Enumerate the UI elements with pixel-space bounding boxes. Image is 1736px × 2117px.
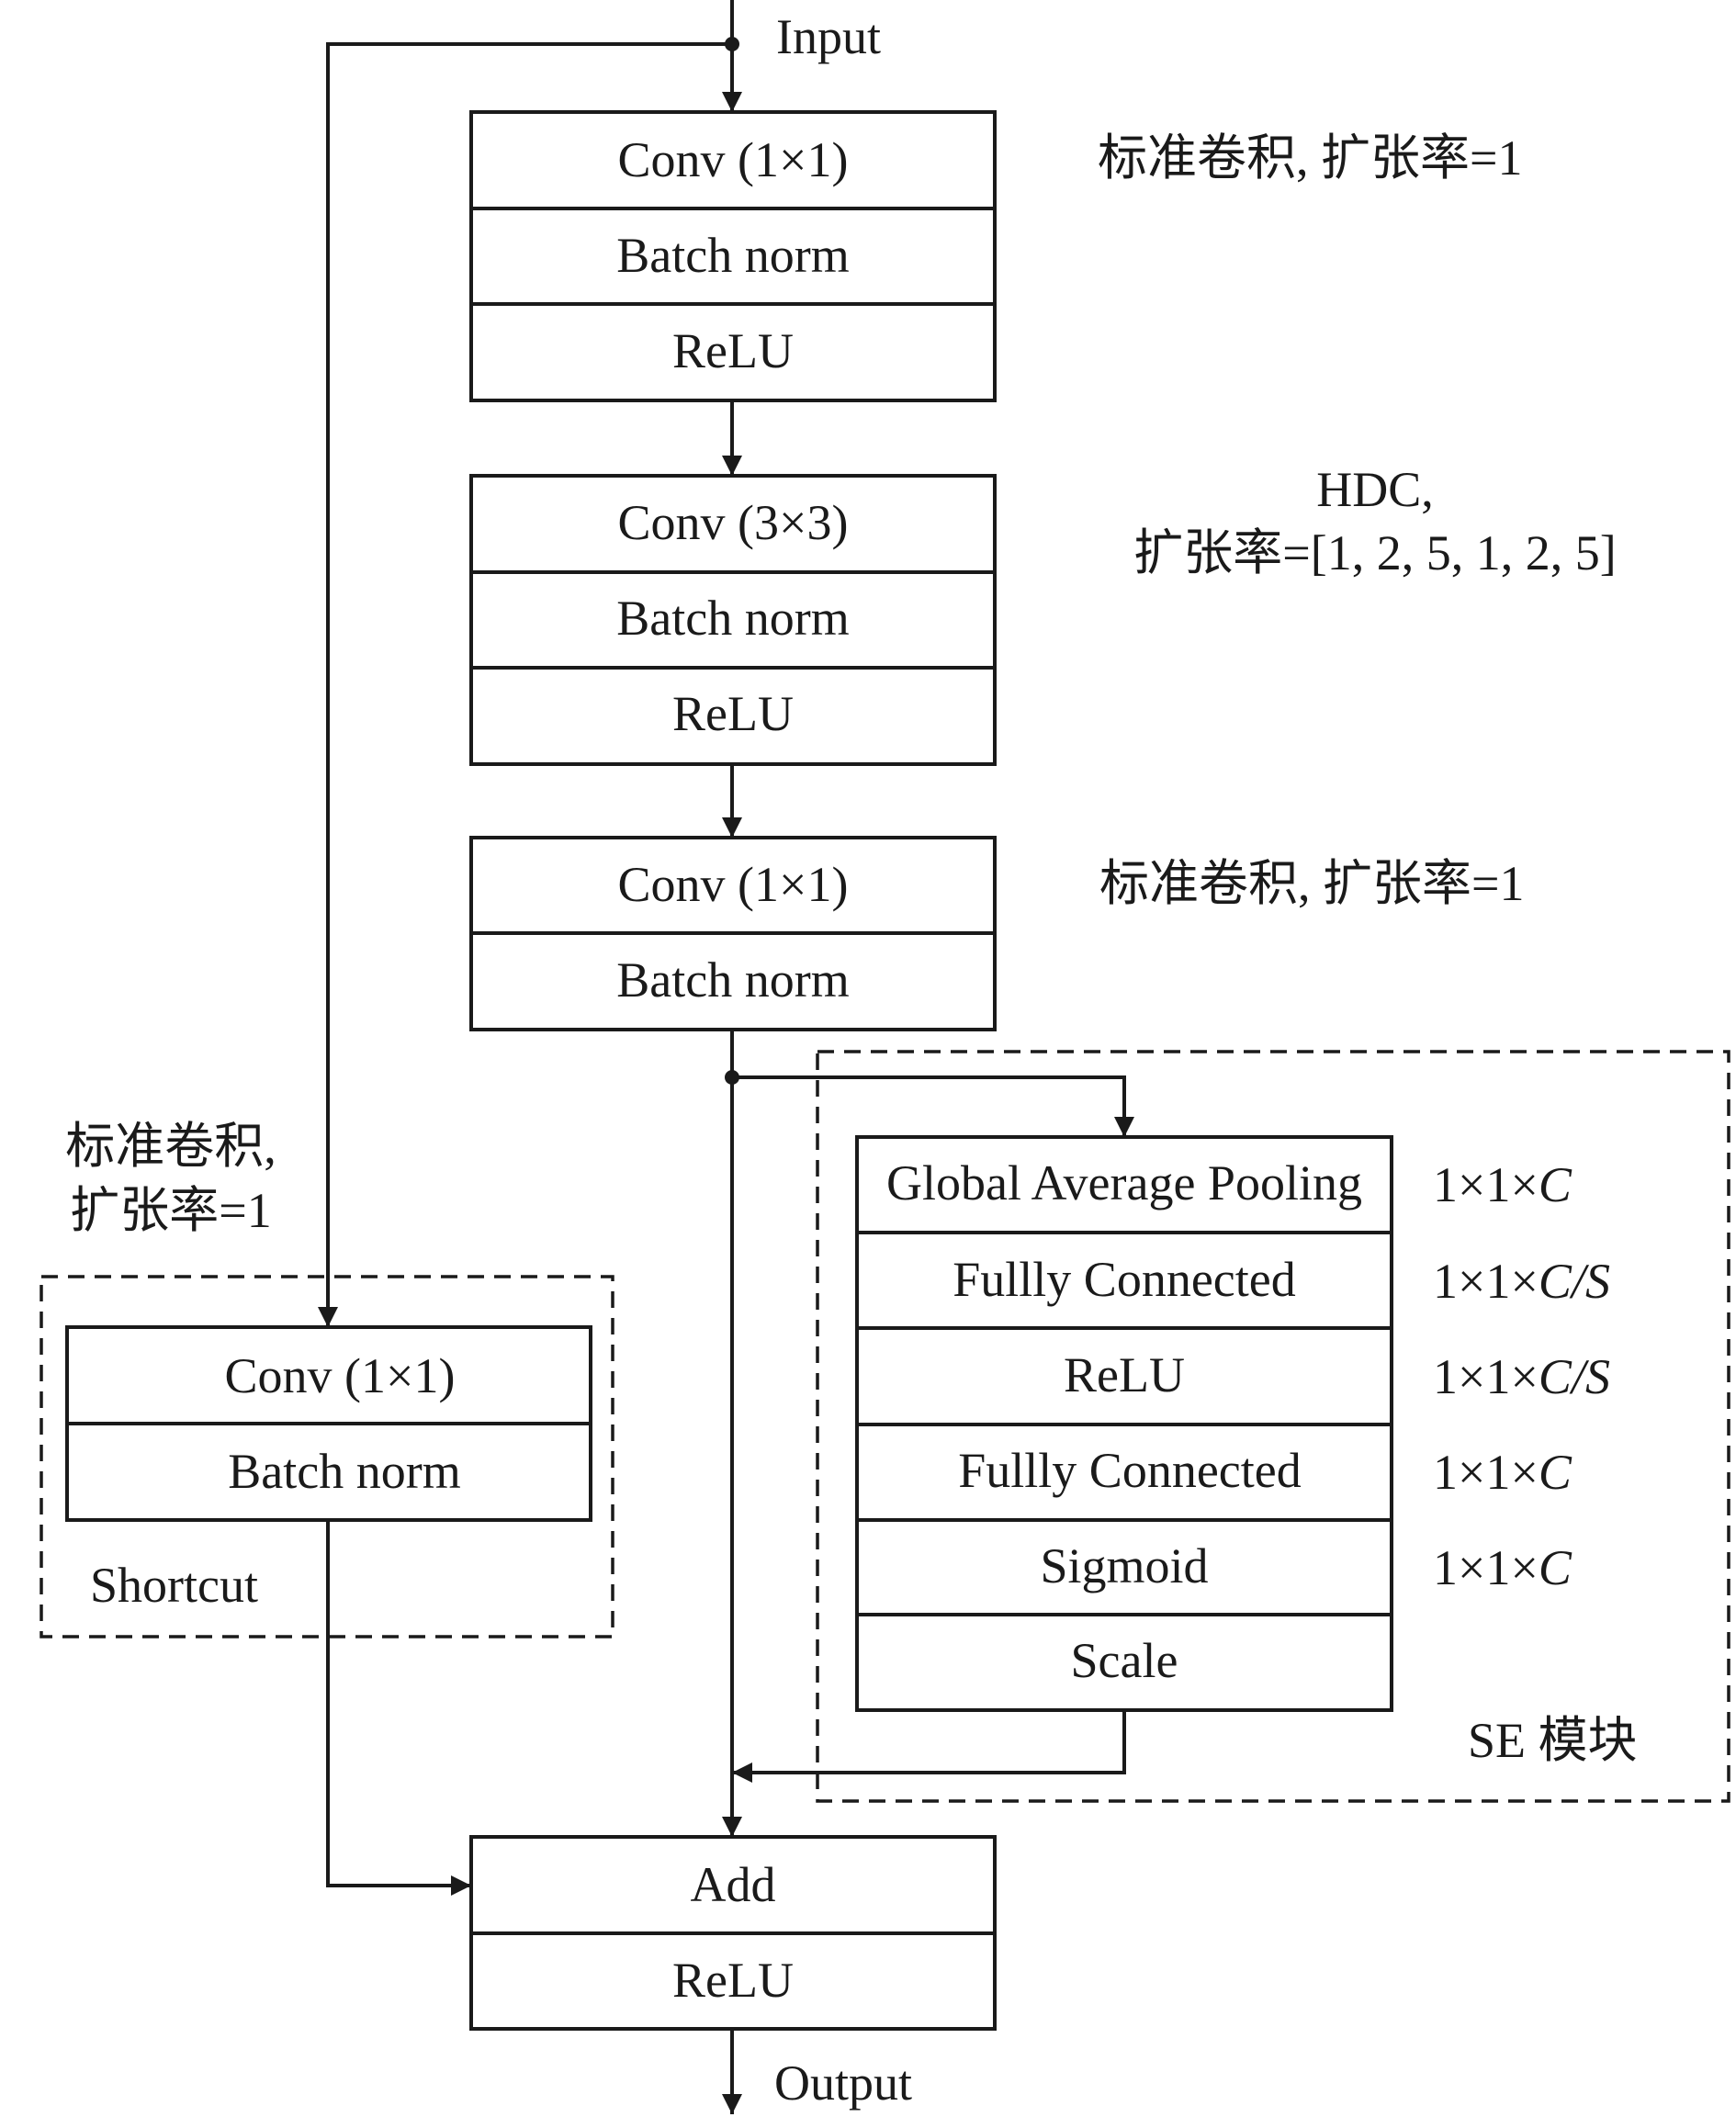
se-input-arrow — [732, 1075, 1134, 1137]
se-dim-2: 1×1×C/S — [1433, 1254, 1610, 1309]
se-dim-3: 1×1×C/S — [1433, 1349, 1610, 1404]
se-sigmoid-label: Sigmoid — [1040, 1538, 1208, 1593]
block3-conv-label: Conv (1×1) — [618, 857, 849, 912]
shortcut-batchnorm-label: Batch norm — [228, 1444, 460, 1499]
shortcut-note-line2: 扩张率=1 — [70, 1183, 271, 1238]
shortcut-stack: Conv (1×1) Batch norm — [65, 1325, 592, 1522]
block2-box — [469, 474, 997, 766]
se-relu-label: ReLU — [1064, 1347, 1185, 1402]
se-gap-label: Global Average Pooling — [886, 1155, 1362, 1211]
block3-batchnorm-label: Batch norm — [616, 952, 849, 1008]
shortcut-conv-label: Conv (1×1) — [225, 1348, 456, 1403]
block2-batchnorm-label: Batch norm — [616, 591, 849, 646]
se-fc1-label: Fullly Connected — [953, 1252, 1295, 1307]
shortcut-note-line1: 标准卷积, — [65, 1119, 276, 1174]
block2-conv-label: Conv (3×3) — [618, 495, 849, 550]
final-relu-label: ReLU — [672, 1953, 794, 2008]
se-dim-5: 1×1×C — [1433, 1540, 1573, 1595]
shortcut-label: Shortcut — [90, 1558, 258, 1613]
block3-note: 标准卷积, 扩张率=1 — [1099, 856, 1524, 911]
block1-batchnorm-label: Batch norm — [616, 228, 849, 283]
block2-note-line2: 扩张率=[1, 2, 5, 1, 2, 5] — [1133, 525, 1616, 580]
block1-note: 标准卷积, 扩张率=1 — [1098, 130, 1522, 186]
block3: Conv (1×1) Batch norm — [469, 836, 997, 1031]
block1-box — [469, 110, 997, 402]
shortcut-frame — [39, 1275, 614, 1638]
se-stack: Global Average Pooling Fullly Connected … — [855, 1135, 1393, 1712]
shortcut-to-add-arrow — [326, 1520, 471, 1896]
se-dim-1: 1×1×C — [1433, 1157, 1573, 1212]
block1: Conv (1×1) Batch norm ReLU — [469, 110, 997, 402]
final-block: Add ReLU — [469, 1835, 997, 2031]
se-scale-label: Scale — [1071, 1633, 1178, 1688]
block1-relu-label: ReLU — [672, 323, 794, 378]
output-label: Output — [774, 2055, 912, 2111]
block1-conv-label: Conv (1×1) — [618, 132, 849, 187]
block2-note-line1: HDC, — [1316, 462, 1434, 517]
shortcut-path-arrow — [318, 42, 732, 1327]
se-module-label: SE 模块 — [1468, 1713, 1638, 1768]
block2-relu-label: ReLU — [672, 686, 794, 741]
add-label: Add — [691, 1857, 776, 1912]
se-output-arrow — [732, 1710, 1126, 1783]
se-module-frame — [816, 1050, 1730, 1803]
input-label: Input — [776, 9, 881, 64]
block2: Conv (3×3) Batch norm ReLU — [469, 474, 997, 766]
se-dim-4: 1×1×C — [1433, 1445, 1573, 1500]
se-fc2-label: Fullly Connected — [958, 1443, 1301, 1498]
